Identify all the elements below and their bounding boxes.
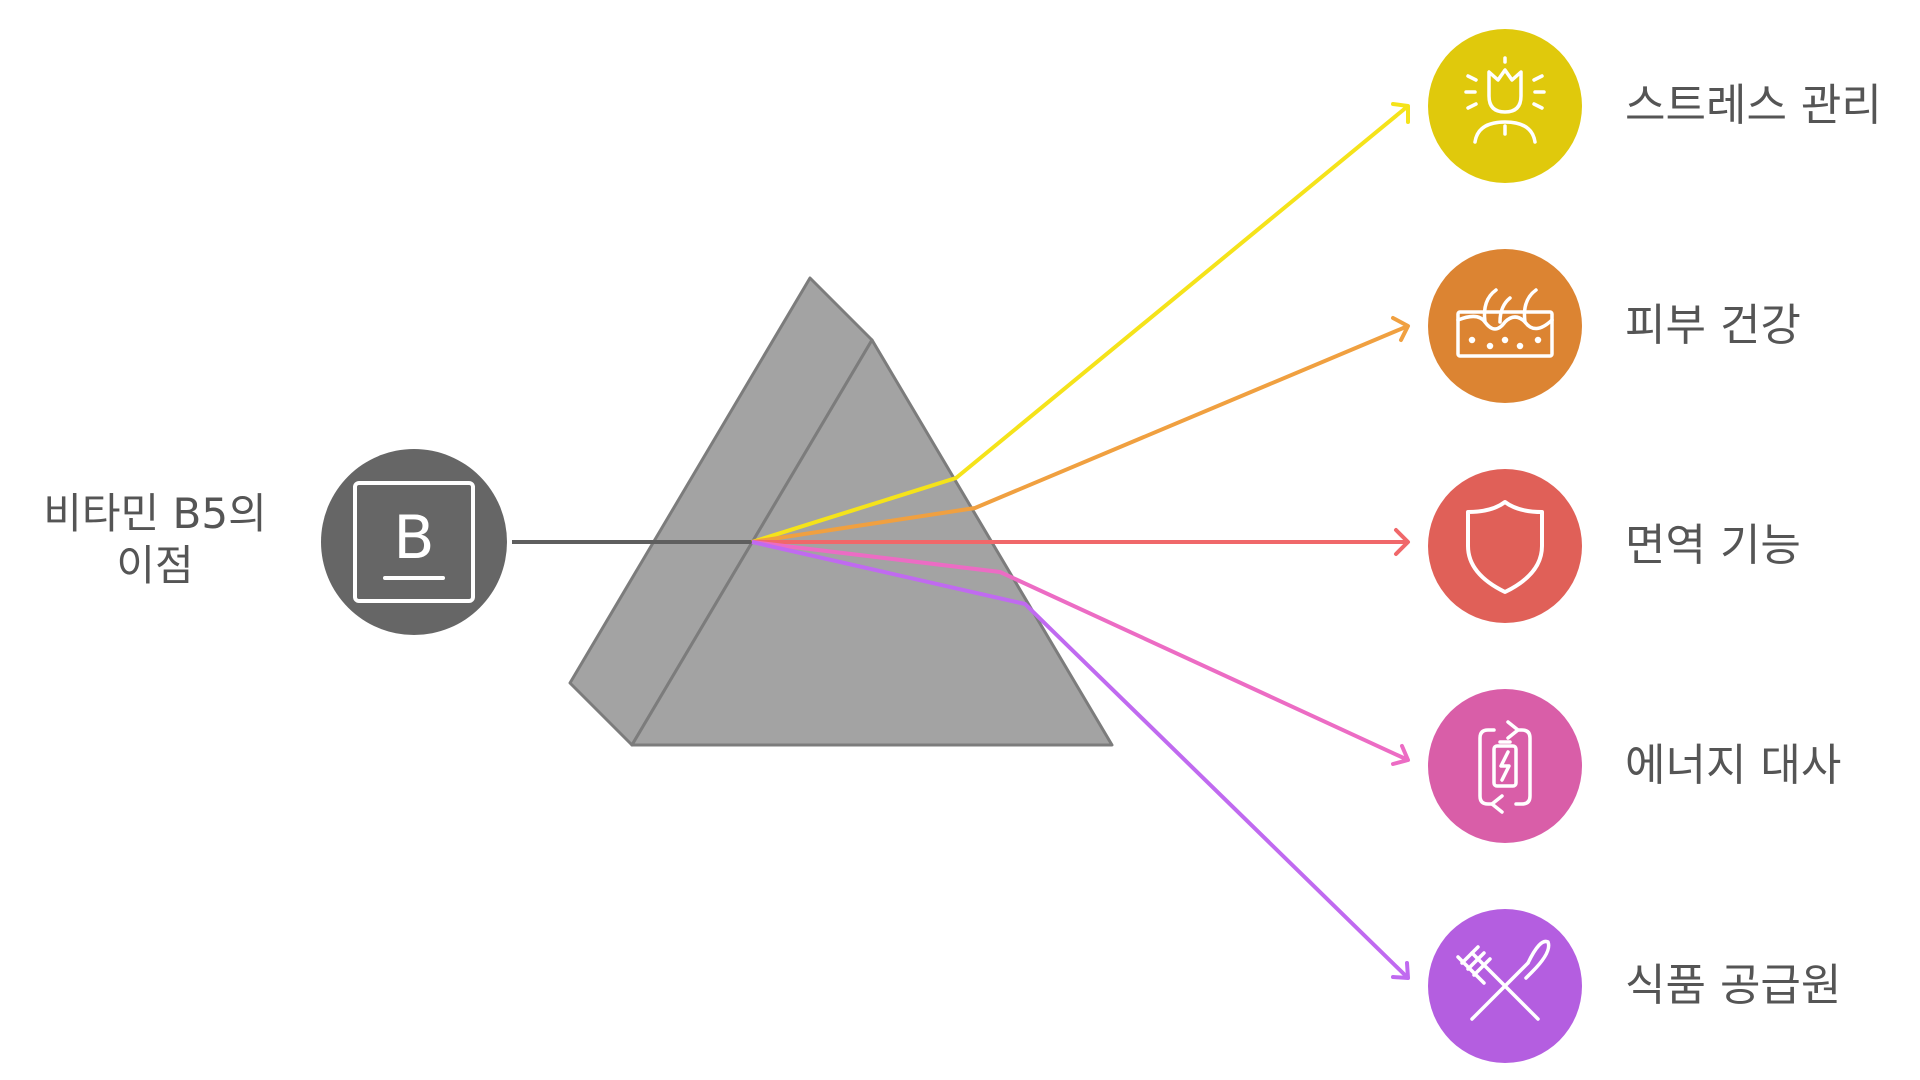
source-label-line1: 비타민 B5의 xyxy=(43,489,267,538)
ray-arrowhead-stress xyxy=(1391,102,1410,124)
benefit-node-stress xyxy=(1428,29,1582,183)
source-label-line2: 이점 xyxy=(116,541,194,590)
source-icon-letter: B xyxy=(393,503,434,573)
ray-arrowhead-energy xyxy=(1391,744,1410,766)
letter-b-icon: B xyxy=(353,481,475,603)
rays xyxy=(751,102,1410,980)
source-node: B xyxy=(321,449,507,635)
benefit-label-skin: 피부 건강 xyxy=(1625,300,1801,351)
fork-knife-icon xyxy=(1456,939,1551,1021)
benefit-label-immune: 면역 기능 xyxy=(1625,520,1801,571)
benefit-label-stress: 스트레스 관리 xyxy=(1625,80,1882,131)
battery-cycle-icon xyxy=(1478,720,1532,814)
benefit-node-food xyxy=(1428,909,1582,1063)
benefit-label-food: 식품 공급원 xyxy=(1625,960,1842,1011)
ray-arrowhead-immune xyxy=(1394,528,1410,556)
skin-hair-icon xyxy=(1456,288,1554,358)
ray-arrowhead-food xyxy=(1391,961,1410,980)
prism xyxy=(568,276,1114,747)
benefit-label-energy: 에너지 대사 xyxy=(1625,740,1842,791)
benefit-node-energy xyxy=(1428,689,1582,843)
ray-food xyxy=(751,540,1410,980)
ray-stress xyxy=(751,104,1410,544)
ray-arrowhead-skin xyxy=(1391,316,1410,342)
benefit-node-immune xyxy=(1428,469,1582,623)
benefit-node-skin xyxy=(1428,249,1582,403)
ray-skin xyxy=(751,324,1409,544)
shield-icon xyxy=(1466,500,1544,594)
stress-face-icon xyxy=(1464,56,1546,144)
source-label: 비타민 B5의 이점 xyxy=(30,488,280,592)
ray-energy xyxy=(751,540,1409,762)
